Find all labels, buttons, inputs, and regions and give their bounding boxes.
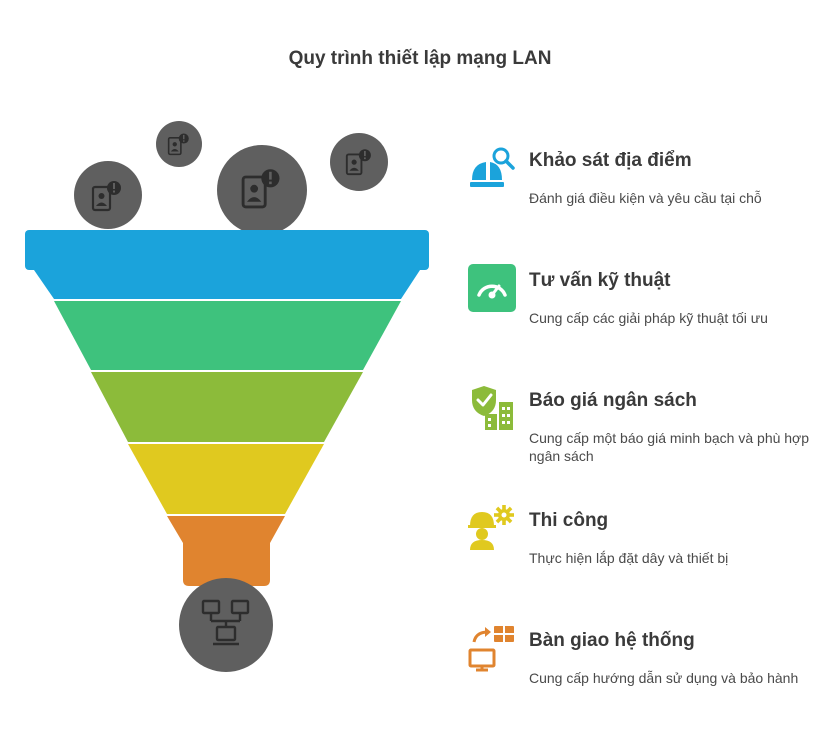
- step-title: Khảo sát địa điểm: [529, 150, 692, 171]
- step-description: Cung cấp các giải pháp kỹ thuật tối ưu: [529, 310, 768, 326]
- step-title: Báo giá ngân sách: [529, 390, 697, 411]
- step-description: Cung cấp một báo giá minh bạch và phù hợ…: [529, 430, 810, 464]
- gauge-icon: [468, 264, 516, 312]
- step-title: Thi công: [529, 510, 609, 531]
- shield-building-icon: [472, 386, 513, 430]
- step-title: Bàn giao hệ thống: [529, 630, 695, 651]
- funnel-stage-4: [128, 444, 324, 514]
- step-title: Tư vấn kỹ thuật: [529, 270, 671, 291]
- step-description: Cung cấp hướng dẫn sử dụng và bảo hành: [529, 670, 799, 686]
- funnel-stage-5: [167, 516, 285, 586]
- funnel-stage-2: [54, 301, 401, 370]
- funnel-stage-1: [25, 230, 429, 270]
- diagram-title: Quy trình thiết lập mạng LAN: [288, 48, 552, 69]
- worker-gear-icon: [468, 505, 514, 550]
- requirement-circle-4: [330, 133, 388, 191]
- requirement-circle-3: [217, 145, 307, 235]
- funnel-stage-1-lip: [34, 270, 420, 299]
- network-icon: [201, 599, 250, 646]
- requirement-circle-2: [156, 121, 202, 167]
- monitor-handover-icon: [468, 626, 514, 672]
- site-survey-icon: [470, 147, 515, 187]
- requirement-circle-1: [74, 161, 142, 229]
- funnel-stage-3: [91, 372, 363, 442]
- network-output-circle: [179, 578, 273, 672]
- step-description: Thực hiện lắp đặt dây và thiết bị: [529, 550, 729, 566]
- step-description: Đánh giá điều kiện và yêu cầu tại chỗ: [529, 190, 762, 206]
